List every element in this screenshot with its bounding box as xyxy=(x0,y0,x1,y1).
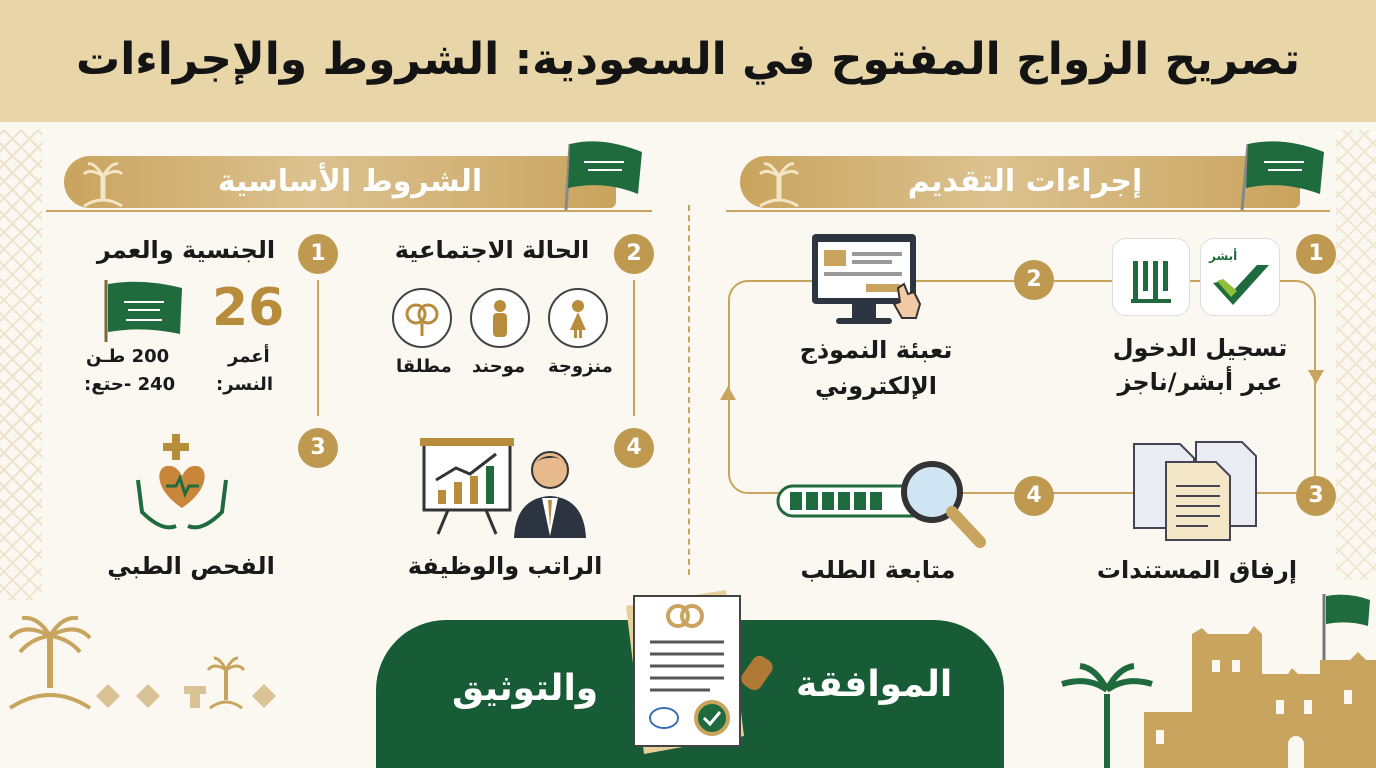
absher-badge-text: أبشر xyxy=(1209,249,1238,263)
requirement-line-2: 240 -حتع: xyxy=(84,374,176,395)
najiz-app-icon xyxy=(1112,238,1190,316)
notarization-word: والتوثيق xyxy=(452,668,599,709)
decorative-pattern-left xyxy=(0,130,42,600)
heritage-buildings-illustration xyxy=(1061,594,1376,768)
conditions-heading: الشروط الأساسية xyxy=(217,164,483,199)
condition-number-4: 4 xyxy=(614,428,654,468)
person-icon xyxy=(470,288,530,348)
saudi-flag-icon xyxy=(564,141,642,210)
decorative-pattern-right xyxy=(1336,130,1376,580)
age-label: أعمر xyxy=(228,346,270,367)
status-single: موحند xyxy=(472,356,526,377)
procedures-banner xyxy=(740,156,1300,208)
step-number-3: 3 xyxy=(1296,476,1336,516)
step-2-label-line-2: الإلكتروني xyxy=(814,372,937,400)
saudi-flag-icon xyxy=(1240,141,1324,210)
palm-swords-emblem-icon xyxy=(8,616,92,710)
businessman-icon xyxy=(514,451,586,538)
step-2-label-line-1: تعبئة النموذج xyxy=(799,336,953,364)
decorative-motif-row xyxy=(96,656,276,710)
step-number-2: 2 xyxy=(1014,260,1054,300)
requirement-line-1: 200 طـن xyxy=(86,346,170,367)
flow-arrow-up-icon xyxy=(720,386,736,400)
condition-label-marital-status: الحالة الاجتماعية xyxy=(394,236,590,264)
conditions-banner-line xyxy=(46,210,652,212)
condition-number-1: 1 xyxy=(298,234,338,274)
condition-label-nationality-age: الجنسية والعمر xyxy=(96,236,276,264)
female-icon xyxy=(548,288,608,348)
condition-number-3: 3 xyxy=(298,428,338,468)
age-label-2: النسر: xyxy=(216,374,273,395)
computer-form-icon xyxy=(812,234,922,324)
conditions-banner xyxy=(64,156,616,208)
palm-swords-emblem-icon xyxy=(758,162,800,208)
procedures-heading: إجراءات التقديم xyxy=(907,164,1143,199)
connector-line xyxy=(317,280,319,416)
approval-word: الموافقة xyxy=(796,664,953,705)
absher-app-icon: أبشر xyxy=(1200,238,1280,316)
step-4-label: متابعة الطلب xyxy=(800,556,956,584)
step-1-label-line-2: عبر أبشر/ناجز xyxy=(1117,368,1283,396)
step-3-label: إرفاق المستندات xyxy=(1096,556,1298,584)
condition-label-medical-exam: الفحص الطبي xyxy=(107,552,275,580)
step-1-label-line-1: تسجيل الدخول xyxy=(1112,334,1288,362)
page-title: تصريح الزواج المفتوح في السعودية: الشروط… xyxy=(76,34,1300,85)
gender-icon xyxy=(392,288,452,348)
presentation-chart-icon xyxy=(420,438,514,535)
title-bar xyxy=(0,0,1376,122)
magnifier-progress-icon xyxy=(776,461,986,548)
procedures-banner-line xyxy=(726,210,1330,212)
panel-divider xyxy=(688,205,690,575)
step-number-1: 1 xyxy=(1296,234,1336,274)
status-married: منزوجة xyxy=(548,356,613,377)
condition-label-salary-job: الراتب والوظيفة xyxy=(407,552,603,580)
palm-swords-emblem-icon xyxy=(82,162,124,208)
documents-icon xyxy=(1133,441,1257,541)
status-divorced: مطلقا xyxy=(396,356,452,377)
medical-hands-icon xyxy=(136,434,228,530)
step-number-4: 4 xyxy=(1014,476,1054,516)
saudi-flag-icon xyxy=(104,280,182,342)
age-value: 26 xyxy=(212,278,285,338)
condition-number-2: 2 xyxy=(614,234,654,274)
certificate-icon xyxy=(626,590,773,754)
connector-line xyxy=(633,280,635,416)
flow-arrow-down-icon xyxy=(1308,370,1324,384)
